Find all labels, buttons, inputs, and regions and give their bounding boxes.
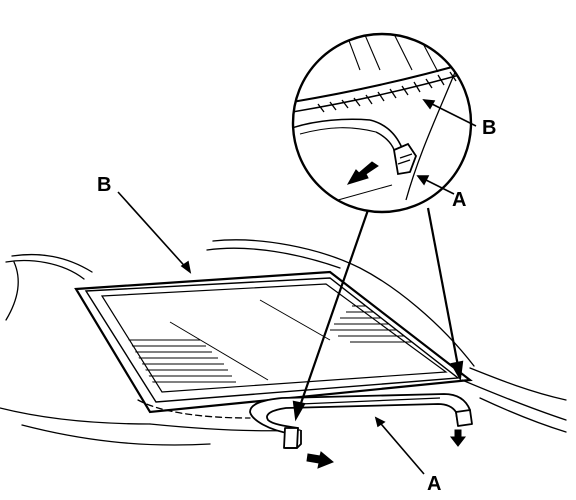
windshield-outer-edge <box>74 270 473 414</box>
vehicle-body-outline <box>0 239 567 446</box>
windshield-glass <box>74 270 473 414</box>
glass-reflection-upper <box>330 305 420 343</box>
detail-projection-lines <box>292 207 464 422</box>
pull-direction-arrow-bottom <box>306 451 334 469</box>
callout-a-main: A <box>427 473 441 495</box>
detail-pull-arrow <box>346 161 379 185</box>
callout-b-main: B <box>97 174 111 196</box>
windshield-molding-band <box>84 277 460 403</box>
detail-magnifier <box>291 32 473 214</box>
lower-molding-strip <box>249 393 473 449</box>
glass-reflection-lower <box>124 339 236 383</box>
leader-lines <box>117 99 477 475</box>
callout-a-detail: A <box>452 189 466 211</box>
callout-b-detail: B <box>482 117 496 139</box>
windshield-inner-edge <box>100 283 448 393</box>
pull-direction-arrow-right <box>449 429 467 447</box>
